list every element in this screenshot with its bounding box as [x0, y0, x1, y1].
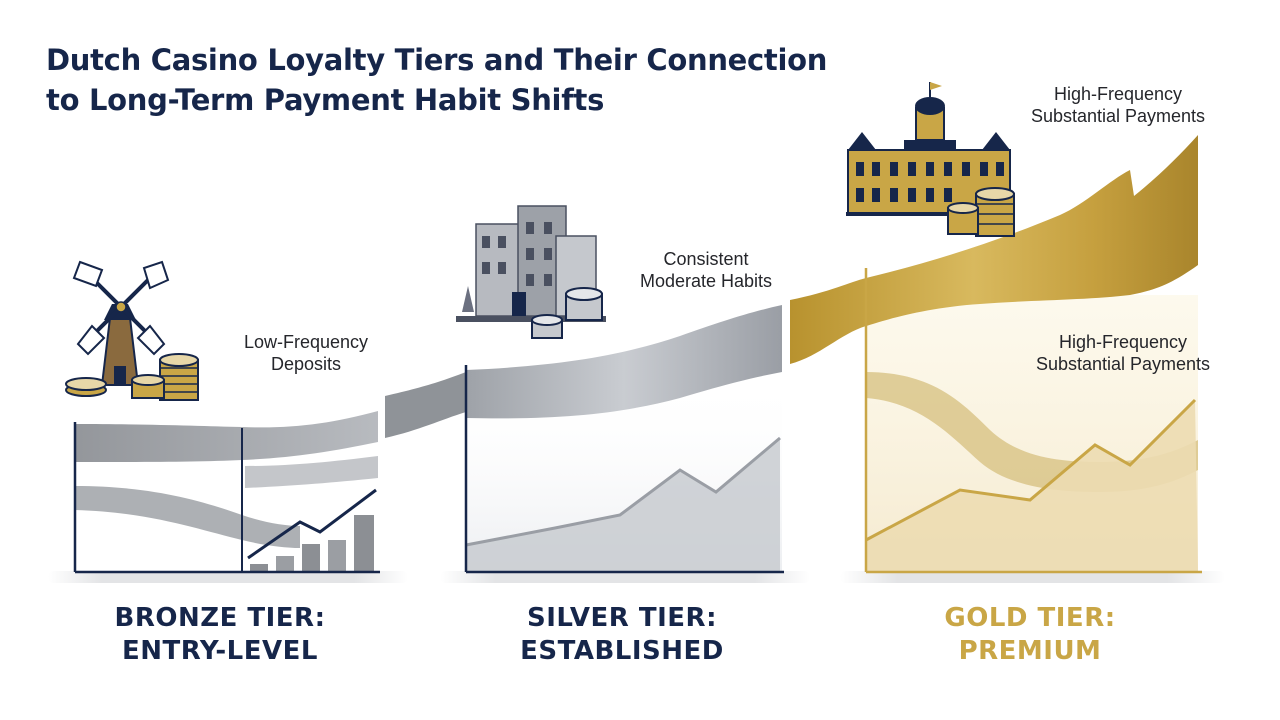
gold-tier-label-line-2: PREMIUM: [958, 636, 1102, 666]
bronze-annotation-line-1: Low-Frequency: [243, 332, 369, 352]
bronze-bar-3: [302, 544, 320, 572]
bronze-tier-label: BRONZE TIER: ENTRY-LEVEL: [80, 602, 360, 668]
bronze-flow-band-right: [245, 456, 378, 488]
gold-upper-annotation-line-2: Substantial Payments: [1030, 106, 1206, 126]
gold-tier-label: GOLD TIER: PREMIUM: [890, 602, 1170, 668]
silver-tier-label-line-2: ESTABLISHED: [520, 636, 724, 666]
page-title-line-2: to Long-Term Payment Habit Shifts: [46, 83, 605, 117]
silver-ground-shadow: [440, 571, 810, 583]
poker-chips-icon: [65, 353, 199, 401]
gold-tier-label-line-1: GOLD TIER:: [944, 603, 1116, 633]
gold-lower-annotation: High-Frequency Substantial Payments: [1010, 331, 1236, 375]
page-title-line-1: Dutch Casino Loyalty Tiers and Their Con…: [46, 43, 828, 77]
gold-upper-annotation: High-Frequency Substantial Payments: [1008, 83, 1228, 127]
silver-area-fill: [466, 438, 780, 572]
silver-panel: [464, 305, 784, 574]
gold-lower-annotation-line-1: High-Frequency: [1058, 332, 1188, 352]
silver-flow-band: [466, 305, 782, 419]
gold-area-fill: [866, 400, 1198, 572]
gold-lower-annotation-line-2: Substantial Payments: [1035, 354, 1211, 374]
bronze-ground-shadow: [48, 571, 408, 583]
bronze-bar-1: [250, 564, 268, 572]
silver-annotation: Consistent Moderate Habits: [606, 248, 806, 292]
silver-trend-line: [465, 436, 781, 547]
silver-tier-label: SILVER TIER: ESTABLISHED: [482, 602, 762, 668]
silver-annotation-line-1: Consistent: [663, 249, 749, 269]
bronze-annotation: Low-Frequency Deposits: [206, 331, 406, 375]
bronze-bar-4: [328, 540, 346, 572]
bronze-flow-band: [75, 411, 378, 462]
canal-house-icon: [456, 205, 606, 339]
gold-trend-line: [865, 398, 1197, 542]
bronze-tier-label-line-2: ENTRY-LEVEL: [122, 636, 318, 666]
bronze-panel: [73, 411, 380, 574]
page-title: Dutch Casino Loyalty Tiers and Their Con…: [46, 40, 946, 120]
windmill-icon: [72, 260, 170, 386]
bronze-annotation-line-2: Deposits: [270, 354, 342, 374]
bronze-to-silver-band: [385, 372, 466, 438]
palace-icon: [846, 82, 1015, 237]
gold-upper-annotation-line-1: High-Frequency: [1053, 84, 1183, 104]
silver-tier-label-line-1: SILVER TIER:: [527, 603, 717, 633]
bronze-flow-band-lower: [75, 486, 300, 548]
bronze-bar-2: [276, 556, 294, 572]
gold-flow-band: [790, 135, 1198, 364]
bronze-bar-5: [354, 515, 374, 572]
gold-ground-shadow: [840, 571, 1225, 583]
silver-annotation-line-2: Moderate Habits: [639, 271, 773, 291]
gold-panel: [790, 135, 1202, 574]
bronze-trend-line: [247, 488, 377, 560]
bronze-tier-label-line-1: BRONZE TIER:: [114, 603, 326, 633]
